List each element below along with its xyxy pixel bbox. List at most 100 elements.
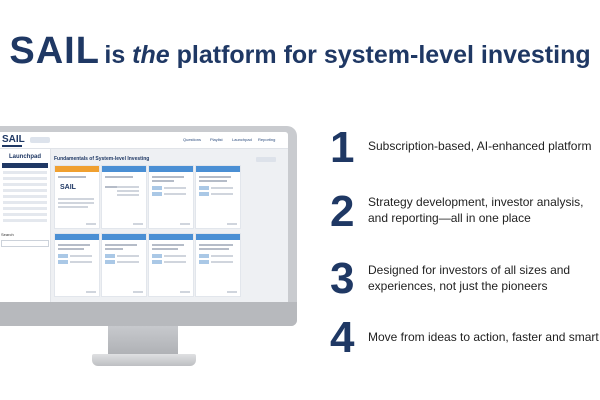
card-title (199, 180, 227, 182)
card-title (58, 176, 86, 178)
nav-reporting[interactable]: Reporting (258, 137, 276, 142)
card-text (164, 261, 186, 263)
card-title (105, 244, 137, 246)
card-thumbnail (58, 260, 68, 264)
card-footer (133, 223, 143, 225)
feature-number: 2 (330, 187, 355, 236)
card-thumbnail (199, 192, 209, 196)
nav-questions[interactable]: Questions (183, 137, 202, 142)
card-text (164, 193, 186, 195)
sidebar-search-input[interactable] (1, 240, 49, 247)
content-tag[interactable] (256, 157, 276, 162)
card-header (55, 234, 99, 240)
monitor-stand-neck (108, 326, 178, 356)
sidebar-item[interactable] (3, 201, 47, 204)
sidebar-item[interactable] (3, 213, 47, 216)
course-card[interactable] (101, 165, 147, 229)
monitor-screen: SAIL Questions Playlist Launchpad Report… (0, 132, 288, 302)
brand-logo: SAIL (9, 30, 100, 72)
sidebar-item[interactable] (3, 183, 47, 186)
card-thumbnail (105, 254, 115, 258)
card-header (102, 166, 146, 172)
card-thumbnail (152, 254, 162, 258)
card-footer (180, 223, 190, 225)
org-selector[interactable] (30, 137, 50, 143)
feature-1: 1 Subscription-based, AI-enhanced platfo… (330, 126, 600, 172)
monitor: SAIL Questions Playlist Launchpad Report… (0, 126, 297, 326)
card-title (199, 248, 229, 250)
app-sidebar: Launchpad Search (0, 149, 51, 302)
sidebar-item[interactable] (3, 171, 47, 174)
sidebar-item[interactable] (3, 207, 47, 210)
headline-part2: platform for system-level investing (169, 41, 591, 69)
sidebar-item[interactable] (3, 189, 47, 192)
card-title (58, 244, 90, 246)
course-card[interactable] (54, 233, 100, 297)
card-footer (227, 223, 237, 225)
card-text (211, 261, 233, 263)
feature-number: 1 (330, 123, 355, 172)
course-card[interactable] (148, 233, 194, 297)
card-text (58, 198, 94, 200)
card-text (117, 186, 139, 188)
card-text (117, 261, 139, 263)
headline-part1: is (104, 41, 133, 69)
card-text (117, 194, 139, 196)
card-title (199, 176, 231, 178)
nav-playlist[interactable]: Playlist (210, 137, 223, 142)
card-footer (86, 291, 96, 293)
app-logo: SAIL (2, 134, 25, 145)
sidebar-header-bar (2, 163, 48, 168)
card-thumbnail (152, 192, 162, 196)
card-title (152, 244, 184, 246)
card-subtitle (105, 186, 119, 188)
card-footer (227, 291, 237, 293)
course-card[interactable] (148, 165, 194, 229)
card-text (211, 193, 233, 195)
card-text (211, 187, 233, 189)
card-header (149, 166, 193, 172)
card-footer (180, 291, 190, 293)
card-text (70, 255, 92, 257)
course-card[interactable] (195, 233, 241, 297)
card-header (196, 234, 240, 240)
card-text (164, 187, 186, 189)
card-logo: SAIL (60, 184, 76, 191)
feature-number: 4 (330, 313, 355, 362)
course-card[interactable] (101, 233, 147, 297)
course-card[interactable]: SAIL (54, 165, 100, 229)
feature-text: experiences, not just the pioneers (368, 279, 548, 293)
card-title (152, 248, 178, 250)
card-footer (133, 291, 143, 293)
nav-launchpad[interactable]: Launchpad (232, 137, 252, 142)
content-title: Fundamentals of System-level Investing (54, 156, 150, 162)
card-title (105, 248, 123, 250)
card-text (117, 190, 139, 192)
course-card[interactable] (195, 165, 241, 229)
feature-number: 3 (330, 254, 355, 303)
card-thumbnail (199, 254, 209, 258)
card-thumbnail (152, 186, 162, 190)
card-text (211, 255, 233, 257)
card-title (152, 176, 184, 178)
card-header (102, 234, 146, 240)
card-text (70, 261, 92, 263)
headline: SAIL is the platform for system-level in… (0, 30, 600, 73)
sidebar-item[interactable] (3, 219, 47, 222)
feature-text: Subscription-based, AI-enhanced platform (368, 139, 592, 153)
sidebar-search-label: Search (1, 232, 14, 237)
feature-2: 2 Strategy development, investor analysi… (330, 190, 600, 236)
sidebar-item[interactable] (3, 195, 47, 198)
card-text (164, 255, 186, 257)
feature-text: Strategy development, investor analysis, (368, 195, 584, 209)
sidebar-item[interactable] (3, 177, 47, 180)
card-footer (86, 223, 96, 225)
card-header (55, 166, 99, 172)
card-title (152, 180, 174, 182)
card-title (58, 248, 84, 250)
card-header (196, 166, 240, 172)
card-text (58, 202, 94, 204)
feature-4: 4 Move from ideas to action, faster and … (330, 316, 600, 362)
feature-text: and reporting—all in one place (368, 211, 531, 225)
monitor-stand-base (92, 354, 196, 366)
